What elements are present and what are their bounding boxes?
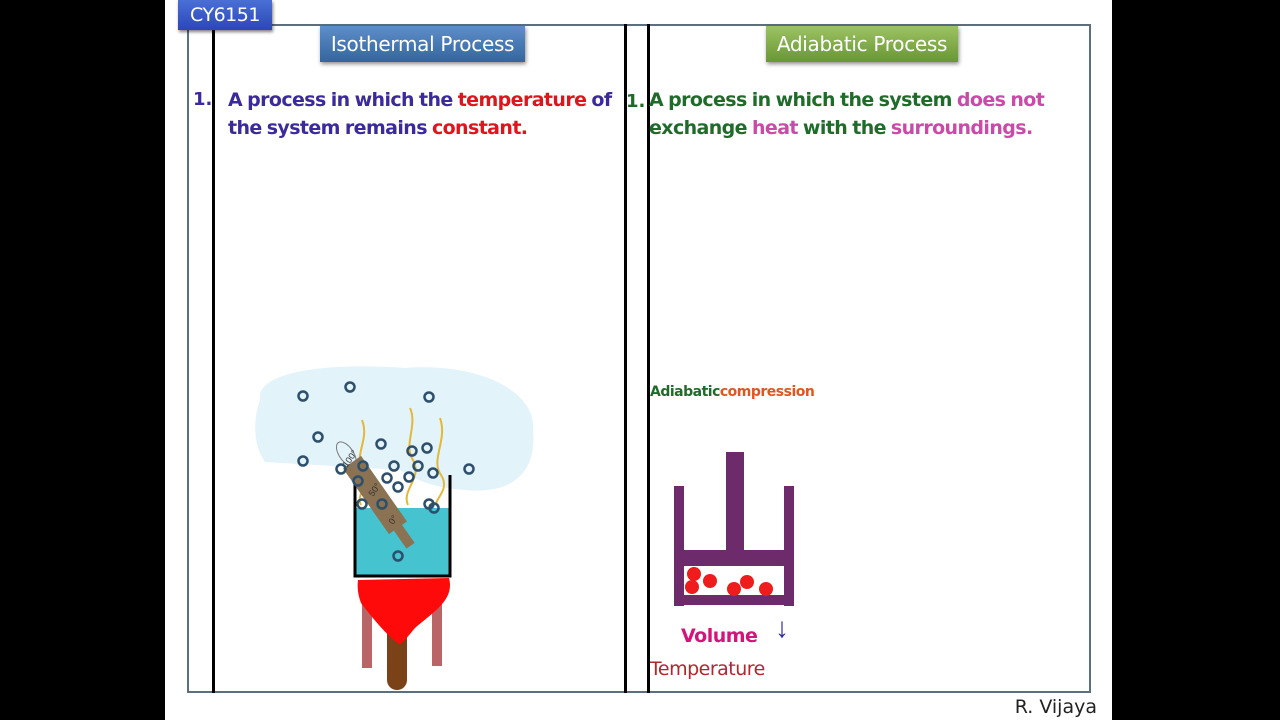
gas-particle bbox=[703, 574, 717, 588]
bubble bbox=[375, 438, 387, 450]
gas-particle bbox=[759, 582, 773, 596]
bubble bbox=[335, 463, 347, 475]
piston-plate bbox=[674, 550, 794, 566]
beaker bbox=[353, 475, 452, 578]
bubble bbox=[392, 550, 404, 562]
adi-def-highlight: does not bbox=[956, 89, 1045, 111]
temperature-label: Temperature bbox=[650, 658, 765, 680]
bubbles bbox=[297, 381, 475, 562]
label-adiabatic: Adiabatic bbox=[650, 384, 720, 400]
divider-line-left bbox=[624, 24, 627, 693]
piston-rod bbox=[726, 452, 744, 552]
bubble bbox=[412, 460, 424, 472]
bubble bbox=[352, 475, 364, 487]
adi-def-part: with the bbox=[797, 117, 891, 139]
isothermal-title: Isothermal Process bbox=[320, 26, 525, 62]
adi-def-highlight: heat bbox=[751, 117, 799, 139]
gas-particle bbox=[727, 582, 741, 596]
adi-def-part: A process in which the system bbox=[649, 89, 957, 111]
iso-def-highlight: temperature bbox=[457, 89, 587, 111]
bubble bbox=[428, 502, 440, 514]
bubble bbox=[403, 471, 415, 483]
adiabatic-definition: A process in which the system does not e… bbox=[649, 86, 1069, 142]
bubble bbox=[463, 463, 475, 475]
adiabatic-compression-label: Adiabaticcompression bbox=[650, 384, 815, 400]
iso-def-part: of the system remains bbox=[228, 89, 612, 139]
divider-line-right bbox=[647, 24, 650, 693]
bubble bbox=[381, 472, 393, 484]
label-compression: compression bbox=[719, 384, 815, 400]
left-margin-line bbox=[212, 24, 215, 693]
bubble bbox=[427, 467, 439, 479]
stand-leg-right bbox=[432, 588, 442, 666]
gas-particles bbox=[685, 567, 773, 596]
slide: CY6151 Isothermal Process Adiabatic Proc… bbox=[165, 0, 1112, 720]
iso-def-highlight: constant. bbox=[431, 117, 528, 139]
stand-leg-left bbox=[362, 590, 372, 668]
gas-particle bbox=[685, 580, 699, 594]
cylinder-right-wall bbox=[784, 486, 794, 606]
isothermal-illustration: 100° 50° 0° bbox=[255, 366, 534, 690]
bubble bbox=[406, 445, 418, 457]
bubble bbox=[392, 481, 404, 493]
adi-def-part: exchange bbox=[649, 117, 752, 139]
volume-label: Volume bbox=[681, 625, 758, 647]
iso-def-part: A process in which the bbox=[228, 89, 458, 111]
bubble bbox=[376, 498, 388, 510]
slide-frame bbox=[187, 24, 1091, 693]
piston-diagram bbox=[674, 452, 794, 606]
bubble bbox=[423, 391, 435, 403]
bubble bbox=[297, 390, 309, 402]
gas-particle bbox=[740, 575, 754, 589]
gas-particle bbox=[687, 567, 701, 581]
bubble bbox=[344, 381, 356, 393]
adiabatic-title: Adiabatic Process bbox=[766, 26, 958, 62]
bubble bbox=[388, 460, 400, 472]
volume-decrease-arrow: ↓ bbox=[775, 612, 789, 643]
author-name: R. Vijaya bbox=[1014, 696, 1097, 718]
adi-def-highlight: surroundings. bbox=[890, 117, 1033, 139]
vapour-cloud bbox=[255, 366, 534, 491]
bubble bbox=[357, 460, 369, 472]
bubble bbox=[312, 431, 324, 443]
bubble bbox=[421, 442, 433, 454]
isothermal-point-number: 1. bbox=[193, 89, 213, 110]
adiabatic-point-number: 1. bbox=[626, 91, 646, 112]
flame bbox=[357, 578, 451, 645]
bubble bbox=[356, 498, 368, 510]
course-code-badge: CY6151 bbox=[178, 0, 272, 30]
bubble bbox=[297, 455, 309, 467]
isothermal-definition: A process in which the temperature of th… bbox=[228, 86, 628, 142]
cylinder-base bbox=[674, 595, 794, 605]
cylinder-left-wall bbox=[674, 486, 684, 606]
